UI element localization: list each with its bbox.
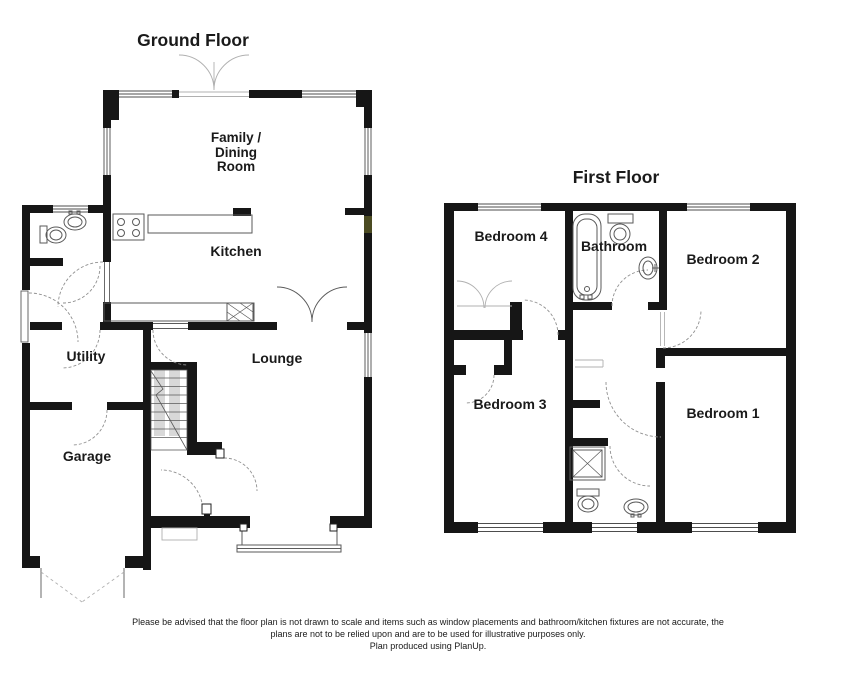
opening-lines: [104, 262, 188, 329]
sink-icon: [63, 210, 87, 231]
ground-floor-walls: [22, 90, 372, 570]
wall-artifact: [364, 216, 372, 233]
stair-break-line: [150, 370, 188, 451]
wardrobe-doors-arc: [456, 280, 513, 309]
door-jamb: [201, 503, 212, 515]
window: [687, 203, 750, 211]
bedroom1-label: Bedroom 1: [686, 405, 759, 421]
bathroom-label: Bathroom: [581, 238, 647, 254]
ground-floor-windows: [53, 90, 372, 377]
window: [692, 523, 758, 532]
hall-door-arc: [152, 329, 189, 366]
bedroom4-label: Bedroom 4: [474, 228, 547, 244]
stairs: [150, 369, 188, 451]
garden-doors-arc: [178, 54, 250, 91]
ground-floor-title: Ground Floor: [137, 30, 249, 50]
utility-label: Utility: [67, 348, 106, 364]
french-doors-arc: [276, 286, 348, 323]
ensuite-fixtures: [569, 446, 649, 518]
ground-floor-plan: Ground Floor Family / Dining Room Kitche…: [20, 30, 372, 603]
first-floor-walls: [444, 203, 796, 533]
ground-floor-doors: [20, 54, 348, 515]
toilet-icon: [607, 213, 634, 245]
window: [478, 203, 541, 211]
bedroom3-door-arc: [465, 374, 495, 404]
family-dining-label-2: Dining: [215, 145, 257, 160]
window: [592, 523, 637, 532]
garage-label: Garage: [63, 448, 111, 464]
window: [364, 333, 372, 377]
ensuite-door-arc: [609, 445, 651, 487]
sink-icon: [623, 498, 649, 518]
kitchen-counter: [147, 214, 253, 234]
front-door-leaf: [20, 290, 29, 343]
shower-icon: [569, 446, 606, 481]
bathroom-fixtures: [572, 213, 659, 301]
disclaimer-line-2: plans are not to be relied upon and are …: [270, 629, 585, 639]
garage-entry-door: [40, 568, 125, 603]
window: [478, 523, 543, 532]
disclaimer: Please be advised that the floor plan is…: [132, 617, 724, 651]
bedroom4-door-arc: [522, 299, 559, 336]
garden-doors-sill: [179, 91, 249, 97]
bathroom-door-arc: [611, 269, 649, 307]
toilet-icon: [576, 488, 600, 513]
wc-door-arc: [62, 265, 101, 304]
lounge-label: Lounge: [252, 350, 303, 366]
first-floor-plan: First Floor Bedroom 4 Bathroom Bedroom 2…: [444, 167, 796, 533]
kitchen-label: Kitchen: [210, 243, 261, 259]
bedroom2-label: Bedroom 2: [686, 251, 759, 267]
kitchen-fixtures: [103, 213, 255, 322]
landing-opening-lines: [575, 312, 665, 368]
bedroom1-door-arc: [605, 381, 662, 438]
kitchen-unit-hatch: [226, 302, 254, 322]
disclaimer-line-1: Please be advised that the floor plan is…: [132, 617, 724, 627]
utility-door-arc: [61, 329, 101, 369]
hob-icon: [112, 213, 145, 241]
window: [53, 205, 88, 213]
family-dining-label-3: Room: [217, 159, 255, 174]
garage-door-arc: [71, 409, 108, 446]
bedroom2-door-arc: [662, 309, 702, 349]
porch: [161, 527, 198, 541]
door-jamb: [215, 448, 225, 459]
kitchen-hall-door-arc: [57, 261, 104, 308]
inner-hall-door-arc: [160, 469, 204, 513]
first-floor-doors: [456, 269, 702, 487]
window: [364, 128, 372, 175]
kitchen-counter-lower: [103, 302, 255, 322]
first-floor-title: First Floor: [573, 167, 660, 187]
lounge-door-arc: [223, 457, 258, 492]
front-door-arc: [28, 292, 79, 343]
window: [302, 90, 356, 98]
sink-icon: [638, 256, 659, 280]
bedroom3-label: Bedroom 3: [473, 396, 546, 412]
window: [103, 128, 111, 175]
toilet-icon: [39, 225, 67, 244]
disclaimer-line-3: Plan produced using PlanUp.: [370, 641, 487, 651]
family-dining-label-1: Family /: [211, 130, 262, 145]
wc-fixtures: [39, 210, 87, 244]
bath-icon: [572, 213, 602, 301]
bay-window: [236, 523, 342, 553]
window: [119, 90, 172, 98]
first-floor-windows: [478, 203, 758, 532]
